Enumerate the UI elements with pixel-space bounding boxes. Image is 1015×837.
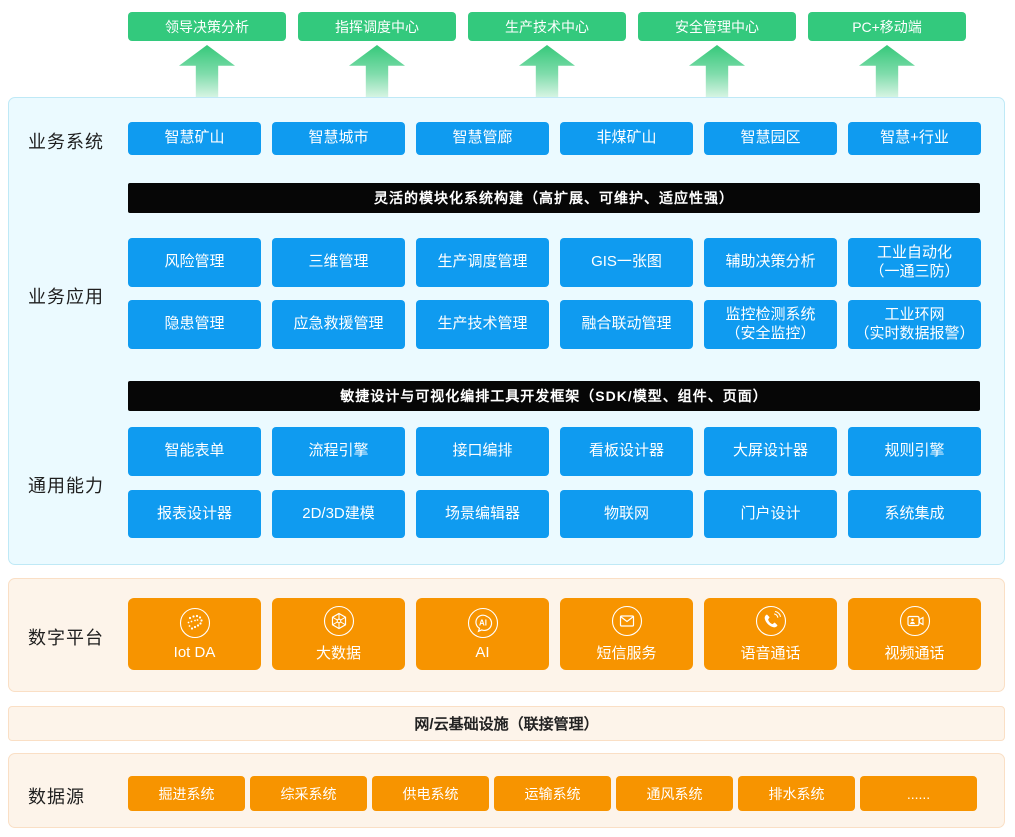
svg-text:AI: AI bbox=[479, 619, 487, 628]
app-button[interactable]: 应急救援管理 bbox=[272, 300, 405, 349]
system-button[interactable]: 智慧+行业 bbox=[848, 122, 981, 155]
capability-button[interactable]: 物联网 bbox=[560, 490, 693, 538]
capability-button[interactable]: 报表设计器 bbox=[128, 490, 261, 538]
up-arrow-icon bbox=[859, 45, 915, 97]
destination-button-leadership[interactable]: 领导决策分析 bbox=[128, 12, 286, 41]
business-apps-row1: 风险管理 三维管理 生产调度管理 GIS一张图 辅助决策分析 工业自动化 （一通… bbox=[128, 238, 981, 287]
system-button[interactable]: 智慧城市 bbox=[272, 122, 405, 155]
system-button[interactable]: 智慧园区 bbox=[704, 122, 837, 155]
label-data-sources: 数据源 bbox=[28, 787, 85, 807]
app-button[interactable]: 工业自动化 （一通三防） bbox=[848, 238, 981, 287]
up-arrow-icon bbox=[689, 45, 745, 97]
platform-tile-big-data[interactable]: 大数据 bbox=[272, 598, 405, 670]
capability-button[interactable]: 看板设计器 bbox=[560, 427, 693, 476]
capability-button[interactable]: 场景编辑器 bbox=[416, 490, 549, 538]
destination-button-pc-mobile[interactable]: PC+移动端 bbox=[808, 12, 966, 41]
top-destination-col: 指挥调度中心 bbox=[298, 12, 456, 97]
capability-button[interactable]: 规则引擎 bbox=[848, 427, 981, 476]
data-source-button[interactable]: 排水系统 bbox=[738, 776, 855, 811]
platform-tile-iot-da[interactable]: Iot DA bbox=[128, 598, 261, 670]
app-button[interactable]: 隐患管理 bbox=[128, 300, 261, 349]
app-button[interactable]: 监控检测系统 （安全监控） bbox=[704, 300, 837, 349]
capability-button[interactable]: 2D/3D建模 bbox=[272, 490, 405, 538]
top-destination-col: 安全管理中心 bbox=[638, 12, 796, 97]
data-source-button[interactable]: ...... bbox=[860, 776, 977, 811]
destination-button-production[interactable]: 生产技术中心 bbox=[468, 12, 626, 41]
capability-button[interactable]: 门户设计 bbox=[704, 490, 837, 538]
label-digital-platform: 数字平台 bbox=[28, 628, 104, 648]
capability-button[interactable]: 系统集成 bbox=[848, 490, 981, 538]
digital-platform-row: Iot DA 大数据 AI AI bbox=[128, 598, 981, 670]
platform-tile-voice-call[interactable]: 语音通话 bbox=[704, 598, 837, 670]
capabilities-row2: 报表设计器 2D/3D建模 场景编辑器 物联网 门户设计 系统集成 bbox=[128, 490, 981, 538]
data-source-button[interactable]: 综采系统 bbox=[250, 776, 367, 811]
system-button[interactable]: 非煤矿山 bbox=[560, 122, 693, 155]
platform-tile-video-call[interactable]: 视频通话 bbox=[848, 598, 981, 670]
platform-tile-ai[interactable]: AI AI bbox=[416, 598, 549, 670]
up-arrow-icon bbox=[519, 45, 575, 97]
system-button[interactable]: 智慧管廊 bbox=[416, 122, 549, 155]
top-destination-col: PC+移动端 bbox=[808, 12, 966, 97]
app-button[interactable]: 融合联动管理 bbox=[560, 300, 693, 349]
business-systems-row: 智慧矿山 智慧城市 智慧管廊 非煤矿山 智慧园区 智慧+行业 bbox=[128, 122, 981, 155]
data-source-button[interactable]: 掘进系统 bbox=[128, 776, 245, 811]
destination-button-dispatch[interactable]: 指挥调度中心 bbox=[298, 12, 456, 41]
destination-button-safety[interactable]: 安全管理中心 bbox=[638, 12, 796, 41]
label-business-systems: 业务系统 bbox=[28, 132, 104, 152]
app-button[interactable]: GIS一张图 bbox=[560, 238, 693, 287]
platform-tile-label: 短信服务 bbox=[596, 645, 657, 662]
sms-icon bbox=[611, 605, 642, 637]
platform-tile-label: 语音通话 bbox=[740, 645, 801, 662]
platform-tile-label: 大数据 bbox=[315, 645, 361, 662]
top-destination-col: 生产技术中心 bbox=[468, 12, 626, 97]
video-call-icon bbox=[899, 605, 930, 637]
platform-tile-label: AI bbox=[475, 644, 490, 661]
ai-icon: AI bbox=[467, 607, 498, 639]
infrastructure-bar: 网/云基础设施（联接管理） bbox=[8, 706, 1005, 741]
label-common-capabilities: 通用能力 bbox=[28, 476, 104, 496]
app-button[interactable]: 工业环网 （实时数据报警） bbox=[848, 300, 981, 349]
iot-da-icon bbox=[179, 607, 210, 639]
label-business-apps: 业务应用 bbox=[28, 287, 104, 307]
business-apps-row2: 隐患管理 应急救援管理 生产技术管理 融合联动管理 监控检测系统 （安全监控） … bbox=[128, 300, 981, 349]
data-sources-row: 掘进系统 综采系统 供电系统 运输系统 通风系统 排水系统 ...... bbox=[128, 776, 977, 811]
app-button[interactable]: 辅助决策分析 bbox=[704, 238, 837, 287]
app-button[interactable]: 风险管理 bbox=[128, 238, 261, 287]
up-arrow-icon bbox=[179, 45, 235, 97]
capability-button[interactable]: 大屏设计器 bbox=[704, 427, 837, 476]
banner-lowcode-framework: 敏捷设计与可视化编排工具开发框架（SDK/模型、组件、页面） bbox=[128, 381, 980, 411]
top-destination-col: 领导决策分析 bbox=[128, 12, 286, 97]
data-source-button[interactable]: 运输系统 bbox=[494, 776, 611, 811]
capability-button[interactable]: 流程引擎 bbox=[272, 427, 405, 476]
capability-button[interactable]: 接口编排 bbox=[416, 427, 549, 476]
platform-tile-sms[interactable]: 短信服务 bbox=[560, 598, 693, 670]
capabilities-row1: 智能表单 流程引擎 接口编排 看板设计器 大屏设计器 规则引擎 bbox=[128, 427, 981, 476]
big-data-icon bbox=[323, 605, 354, 637]
voice-call-icon bbox=[755, 605, 786, 637]
data-source-button[interactable]: 通风系统 bbox=[616, 776, 733, 811]
banner-modular-architecture: 灵活的模块化系统构建（高扩展、可维护、适应性强） bbox=[128, 183, 980, 213]
up-arrow-icon bbox=[349, 45, 405, 97]
app-button[interactable]: 三维管理 bbox=[272, 238, 405, 287]
system-button[interactable]: 智慧矿山 bbox=[128, 122, 261, 155]
platform-tile-label: Iot DA bbox=[173, 644, 216, 661]
capability-button[interactable]: 智能表单 bbox=[128, 427, 261, 476]
data-source-button[interactable]: 供电系统 bbox=[372, 776, 489, 811]
top-destinations-row: 领导决策分析 指挥调度中心 生产技术中心 安全管理中心 PC+移动端 bbox=[128, 12, 966, 97]
app-button[interactable]: 生产调度管理 bbox=[416, 238, 549, 287]
platform-tile-label: 视频通话 bbox=[884, 645, 945, 662]
app-button[interactable]: 生产技术管理 bbox=[416, 300, 549, 349]
